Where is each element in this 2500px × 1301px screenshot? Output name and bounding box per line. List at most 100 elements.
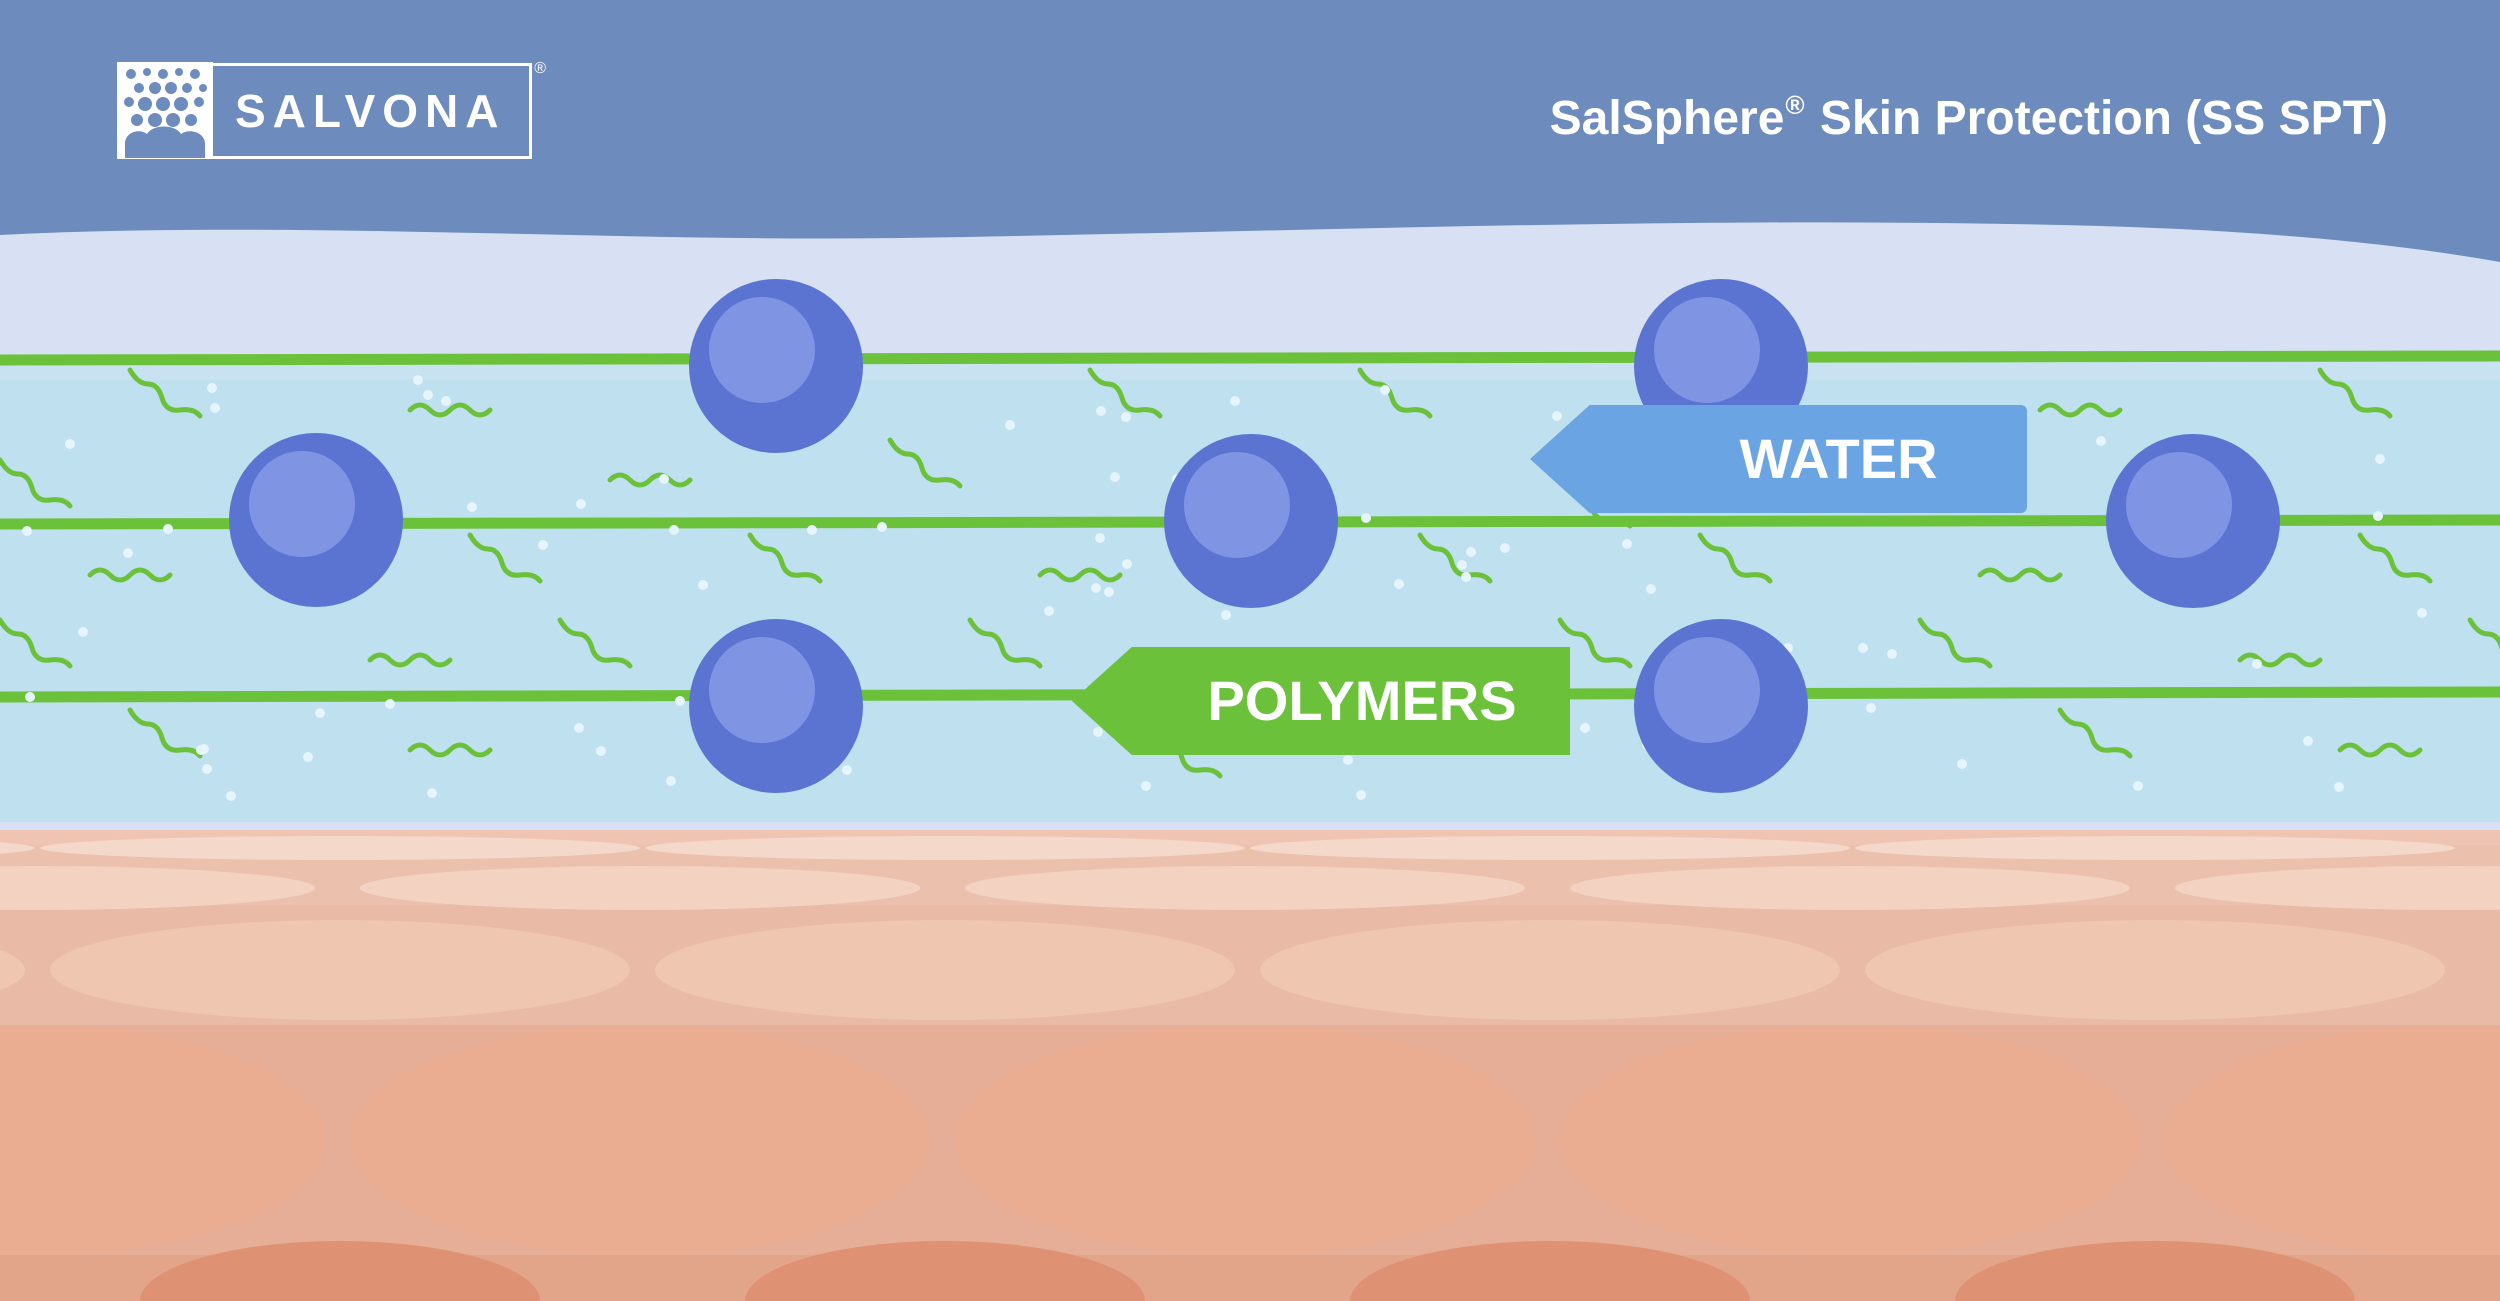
title-registered-mark: ®	[1785, 90, 1804, 120]
polymers-label: POLYMERS	[1072, 647, 1570, 755]
water-droplet	[669, 525, 679, 535]
water-droplet	[1361, 513, 1371, 523]
title-product: SalSphere	[1550, 92, 1785, 145]
water-droplet	[226, 791, 236, 801]
water-droplet	[427, 788, 437, 798]
water-droplet	[1122, 559, 1132, 569]
water-droplet	[596, 746, 606, 756]
water-droplet	[210, 403, 220, 413]
water-droplet	[1580, 723, 1590, 733]
brand-name: SALVONA	[235, 88, 506, 134]
water-droplet	[2096, 436, 2106, 446]
water-droplet	[877, 522, 887, 532]
salsphere-particle	[2106, 434, 2280, 608]
polymer-line-top	[0, 356, 2500, 360]
water-droplet	[413, 375, 423, 385]
water-droplet	[202, 764, 212, 774]
water-droplet	[666, 776, 676, 786]
water-droplet	[1461, 572, 1471, 582]
water-droplet	[1095, 533, 1105, 543]
water-droplet	[1466, 547, 1476, 557]
water-droplet	[163, 524, 173, 534]
water-droplet	[1394, 579, 1404, 589]
water-droplet	[65, 439, 75, 449]
salsphere-particle	[689, 619, 863, 793]
water-droplet	[1500, 543, 1510, 553]
water-droplet	[2373, 511, 2383, 521]
skin-cell	[1260, 920, 1840, 1020]
brand-registered-mark: ®	[534, 60, 546, 78]
water-droplet	[1887, 649, 1897, 659]
water-droplet	[1096, 406, 1106, 416]
skin-cell	[655, 920, 1235, 1020]
water-droplet	[2334, 782, 2344, 792]
skin-cell	[645, 836, 1245, 860]
skin-cell	[1865, 920, 2445, 1020]
water-droplet	[659, 474, 669, 484]
water-droplet	[78, 627, 88, 637]
water-droplet	[441, 396, 451, 406]
water-droplet	[1622, 539, 1632, 549]
water-droplet	[538, 540, 548, 550]
water-droplet	[807, 525, 817, 535]
salsphere-particle	[229, 433, 403, 607]
water-label: WATER	[1530, 405, 2027, 513]
water-label-text: WATER	[1739, 431, 1937, 487]
water-droplet	[22, 526, 32, 536]
salvona-logo: SALVONA ®	[117, 63, 532, 159]
skin-cell	[40, 836, 640, 860]
water-droplet	[2133, 781, 2143, 791]
skin-cell	[360, 866, 920, 910]
water-droplet	[698, 580, 708, 590]
skin-cell	[1570, 866, 2130, 910]
water-droplet	[2252, 659, 2262, 669]
salsphere-particle	[1164, 434, 1338, 608]
skin-cell	[50, 920, 630, 1020]
water-droplet	[385, 699, 395, 709]
water-droplet	[1858, 643, 1868, 653]
water-droplet	[2375, 454, 2385, 464]
water-droplet	[123, 548, 133, 558]
water-droplet	[1110, 472, 1120, 482]
water-droplet	[423, 390, 433, 400]
water-droplet	[1957, 759, 1967, 769]
water-droplet	[303, 752, 313, 762]
water-droplet	[2303, 736, 2313, 746]
water-droplet	[467, 502, 477, 512]
water-droplet	[1552, 411, 1562, 421]
water-droplet	[576, 499, 586, 509]
water-droplet	[1343, 755, 1353, 765]
water-droplet	[1104, 587, 1114, 597]
water-droplet	[1380, 385, 1390, 395]
water-droplet	[1005, 420, 1015, 430]
salsphere-particle	[689, 279, 863, 453]
water-droplet	[315, 708, 325, 718]
water-droplet	[196, 745, 206, 755]
polymers-label-text: POLYMERS	[1207, 673, 1516, 729]
skin-layers	[0, 820, 2500, 1301]
page-title: SalSphere® Skin Protection (SS SPT)	[1550, 92, 2388, 143]
water-droplet	[1646, 584, 1656, 594]
water-droplet	[2417, 608, 2427, 618]
salsphere-particle	[1634, 619, 1808, 793]
water-droplet	[207, 383, 217, 393]
water-droplet	[1093, 727, 1103, 737]
skin-cell	[1560, 1025, 2140, 1255]
salvona-logo-mark-icon	[117, 62, 213, 158]
skin-cell	[1250, 836, 1850, 860]
skin-cell	[350, 1025, 930, 1255]
water-droplet	[25, 692, 35, 702]
water-droplet	[1866, 703, 1876, 713]
water-droplet	[1044, 606, 1054, 616]
skin-cell	[965, 866, 1525, 910]
title-description: Skin Protection (SS SPT)	[1807, 92, 2388, 145]
water-droplet	[1457, 560, 1467, 570]
water-droplet	[1121, 412, 1131, 422]
water-droplet	[1221, 610, 1231, 620]
skin-cell	[1855, 836, 2455, 860]
skin-cell	[955, 1025, 1535, 1255]
water-droplet	[1230, 396, 1240, 406]
water-droplet	[1141, 781, 1151, 791]
water-droplet	[1356, 790, 1366, 800]
water-droplet	[574, 723, 584, 733]
